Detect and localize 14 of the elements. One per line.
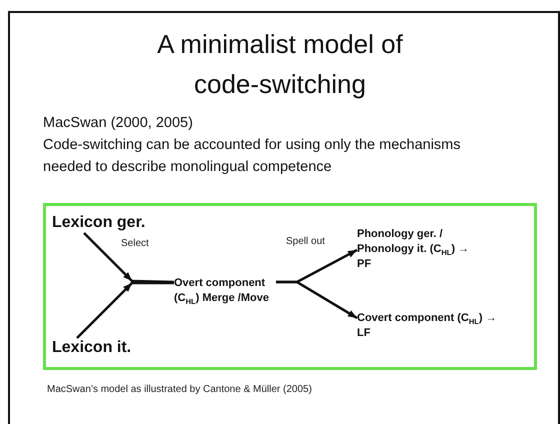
node-label: Covert component (C$_{HL}$) → LF	[357, 311, 507, 343]
node-label: Lexicon it.	[52, 338, 152, 358]
body-text: Code-switching can be accounted for using only the mechanisms needed to describe monolingual competence	[43, 136, 462, 177]
citation: MacSwan (2000, 2005)	[43, 114, 194, 133]
slide-title: A minimalist model of code-switching	[156, 28, 404, 101]
arrow	[76, 282, 174, 339]
node-label: Phonology ger. / Phonology it. (C$_{HL}$) → PF	[357, 227, 479, 273]
arrow	[83, 232, 174, 284]
node-label: Overt component (C$_{HL}$) Merge /Move	[174, 276, 276, 306]
arrow	[276, 280, 358, 320]
edge-label: Spell out	[286, 236, 325, 247]
caption: MacSwan’s model as illustrated by Cantone & Müller (2005)	[47, 384, 312, 395]
node-label: Lexicon ger.	[52, 213, 162, 233]
edge-label: Select	[121, 238, 149, 249]
